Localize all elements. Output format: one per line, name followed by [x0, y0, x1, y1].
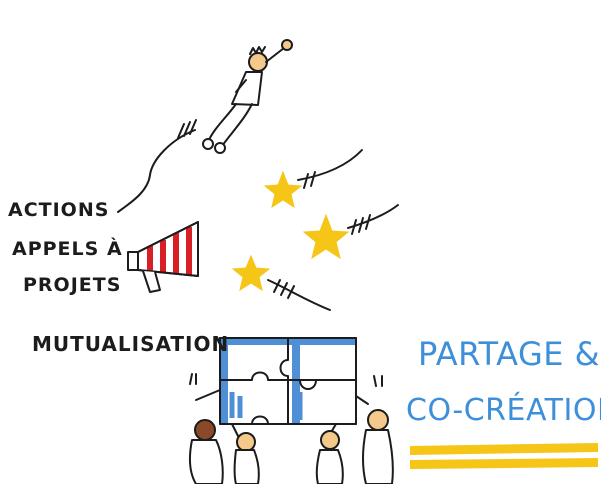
yellow-underline	[410, 443, 598, 469]
person-icon	[355, 395, 394, 484]
person-icon	[315, 423, 344, 484]
arrow-to-person	[117, 119, 197, 213]
person-icon	[188, 389, 224, 484]
label-cocreation: CO-CRÉATION	[406, 393, 601, 428]
label-actions: ACTIONS	[8, 199, 110, 221]
star-icon	[302, 213, 350, 260]
label-appels: APPELS À	[12, 238, 123, 260]
star-icon	[231, 254, 271, 292]
flying-person-icon	[202, 39, 293, 154]
label-mutualisation: MUTUALISATION	[32, 332, 230, 356]
people-group	[188, 373, 394, 484]
star-trails	[267, 149, 399, 311]
label-projets: PROJETS	[23, 274, 122, 296]
megaphone-icon	[127, 221, 199, 293]
star-icon	[263, 170, 303, 209]
puzzle-icon	[219, 337, 357, 425]
label-partage: PARTAGE &	[418, 335, 601, 373]
person-icon	[231, 423, 260, 484]
